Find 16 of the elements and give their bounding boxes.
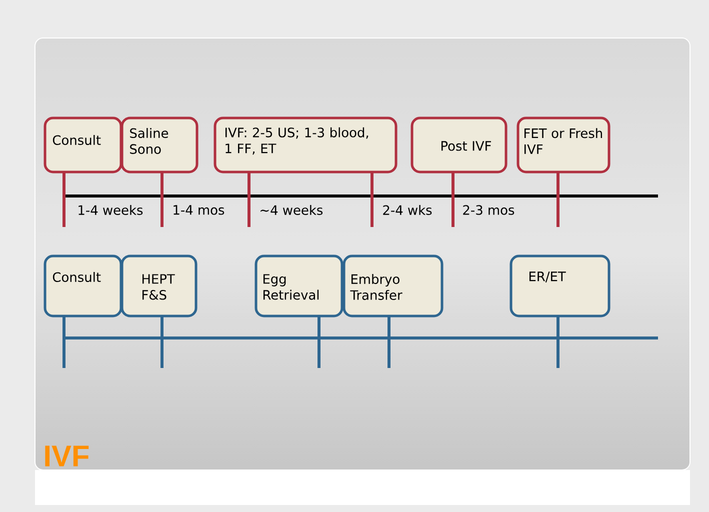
milestone-box: Egg Retrieval [254,254,344,318]
milestone-box: Consult [44,116,122,174]
duration-label: 1-4 weeks [78,204,143,215]
duration-label: ~4 weeks [260,204,323,215]
milestone-box: Post IVF [410,116,508,174]
milestone-box: HEPT F&S [120,254,198,318]
milestone-box: Embryo Transfer [342,254,444,318]
milestone-box: ER/ET [510,254,610,318]
duration-label: 1-4 mos [174,205,224,215]
duration-label: 2-4 wks [383,204,432,215]
slide-title: IVF [45,446,89,466]
milestone-box: Saline Sono [120,116,198,174]
milestone-box: IVF: 2-5 US; 1-3 blood, 1 FF, ET [214,116,398,174]
milestone-box: FET or Fresh IVF [516,116,610,174]
duration-label: 2-3 mos [463,205,514,215]
milestone-box: Consult [44,254,122,318]
